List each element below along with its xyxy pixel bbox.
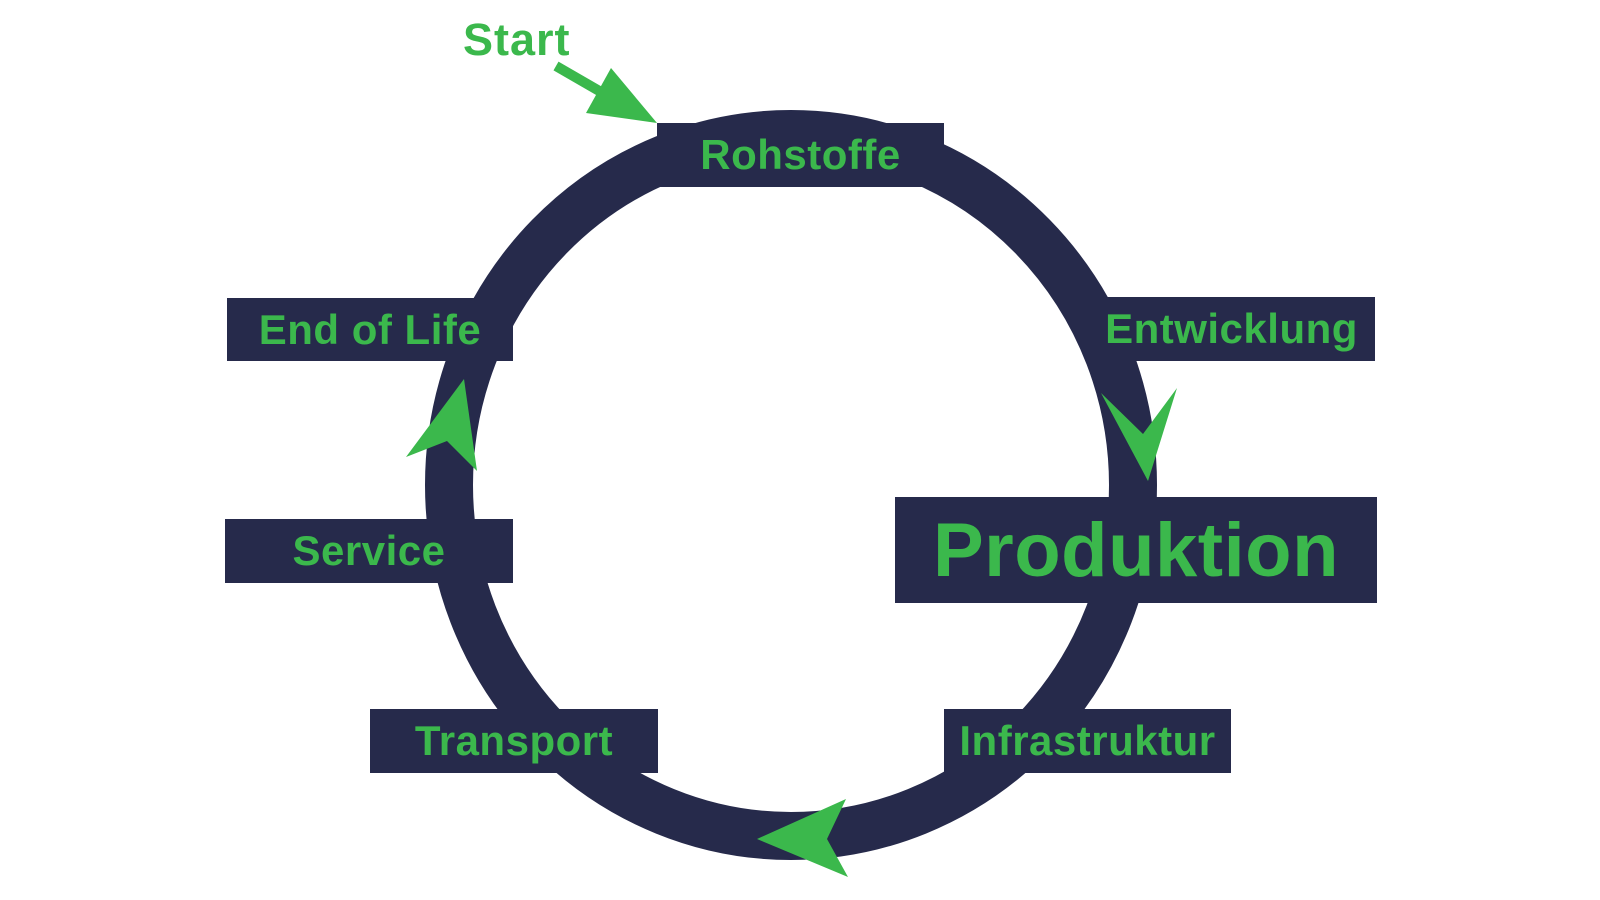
stage-label: Transport	[414, 717, 614, 764]
stage-service: Service	[225, 519, 513, 583]
stage-label: Rohstoffe	[700, 131, 901, 178]
stage-end-of-life: End of Life	[227, 298, 513, 361]
flow-arrow-service-to-end-of-life-icon	[406, 379, 477, 471]
stage-transport: Transport	[370, 709, 658, 773]
stage-label: Infrastruktur	[959, 717, 1216, 764]
flow-arrow-infrastruktur-to-transport-icon	[757, 799, 848, 877]
stage-label: Service	[292, 527, 446, 574]
stage-infrastruktur: Infrastruktur	[944, 709, 1231, 773]
start-arrowhead-icon	[586, 68, 657, 123]
stage-rohstoffe: Rohstoffe	[657, 123, 944, 187]
stage-label: Entwicklung	[1105, 305, 1358, 352]
start-label: Start	[463, 14, 571, 65]
flow-arrow-entwicklung-to-produktion-icon	[1101, 388, 1177, 481]
stage-label: End of Life	[258, 305, 482, 353]
stage-produktion: Produktion	[895, 497, 1377, 603]
stage-label: Produktion	[932, 507, 1340, 593]
stage-entwicklung: Entwicklung	[1088, 297, 1375, 361]
